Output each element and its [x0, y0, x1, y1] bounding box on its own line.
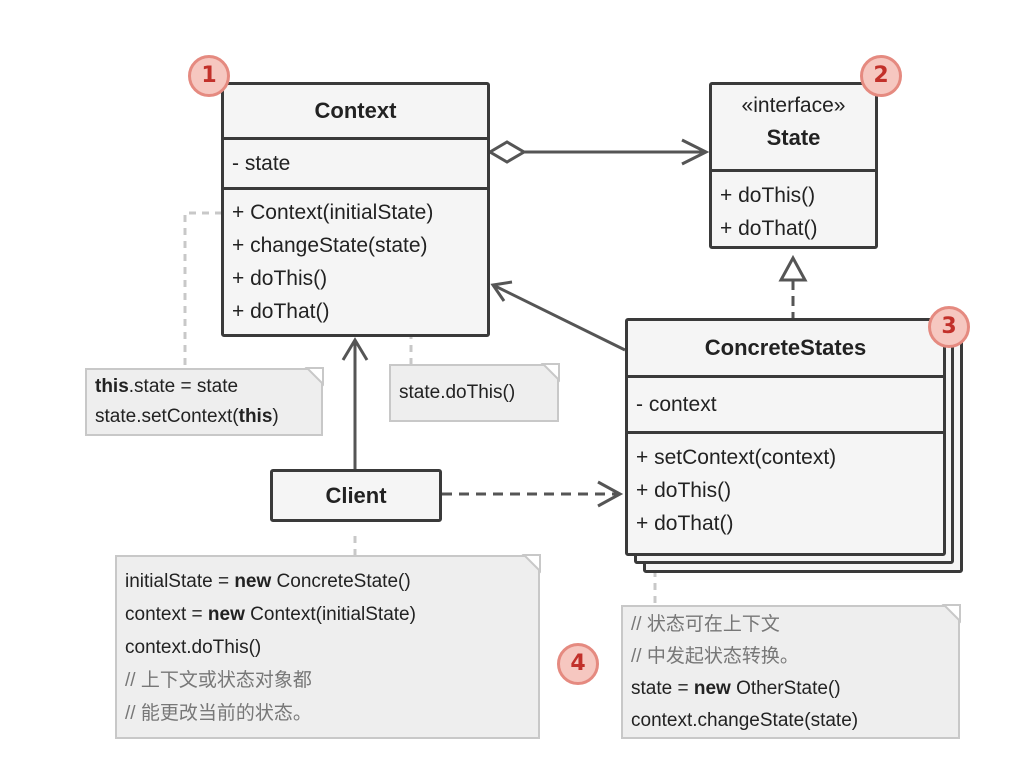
note-context-dothis: state.doThis()	[389, 364, 559, 422]
concrete-field-context: - context	[636, 393, 717, 416]
context-class[interactable]: Context - state + Context(initialState) …	[221, 82, 490, 337]
concrete-states-class[interactable]: ConcreteStates - context + setContext(co…	[625, 318, 946, 556]
note-comment: // 状态可在上下文	[631, 614, 780, 635]
note-text: .state = state	[128, 376, 239, 397]
concrete-method: + doThis()	[636, 479, 732, 502]
aggregation-arrow	[487, 138, 710, 166]
context-method: + doThis()	[232, 267, 328, 290]
context-method: + Context(initialState)	[232, 201, 434, 224]
context-method: + changeState(state)	[232, 234, 428, 257]
note-text: state.setContext(	[95, 406, 239, 427]
concrete-states-name: ConcreteStates	[704, 335, 867, 360]
badge-1: 1	[188, 55, 230, 97]
client-name: Client	[325, 483, 387, 508]
badge-3: 3	[928, 306, 970, 348]
keyword: this	[95, 376, 129, 397]
note-text: context.doThis()	[125, 637, 262, 658]
concrete-method: + setContext(context)	[636, 446, 837, 469]
note-text: context.changeState(state)	[631, 710, 859, 731]
keyword: new	[234, 571, 272, 592]
note-context-constructor: this.state = state state.setContext(this…	[85, 368, 323, 436]
association-arrow	[490, 280, 626, 352]
state-method: + doThis()	[720, 184, 816, 207]
note-text: state =	[631, 678, 694, 699]
realization-arrow	[778, 254, 808, 318]
note-comment: // 能更改当前的状态。	[125, 703, 312, 724]
concrete-method: + doThat()	[636, 512, 734, 535]
note-text: initialState =	[125, 571, 235, 592]
badge-4: 4	[557, 643, 599, 685]
note-text: OtherState()	[730, 678, 841, 699]
client-context-arrow	[341, 337, 369, 469]
context-class-name: Context	[314, 98, 397, 123]
note-comment: // 上下文或状态对象都	[125, 670, 312, 691]
note-client: initialState = new ConcreteState() conte…	[115, 555, 540, 739]
note-comment: // 中发起状态转换。	[631, 646, 799, 667]
note-text: context =	[125, 604, 208, 625]
context-field-state: - state	[232, 152, 291, 175]
interface-stereotype: «interface»	[741, 94, 846, 117]
keyword: this	[238, 406, 273, 427]
state-interface-name: State	[766, 125, 821, 150]
keyword: new	[693, 678, 731, 699]
note-text: ConcreteState()	[271, 571, 411, 592]
client-dependency-arrow	[442, 480, 624, 508]
note-concrete: // 状态可在上下文 // 中发起状态转换。 state = new Other…	[621, 605, 960, 739]
state-interface[interactable]: «interface» State + doThis() + doThat()	[709, 82, 878, 249]
note-text: )	[272, 406, 279, 427]
note-text: Context(initialState)	[244, 604, 416, 625]
context-method: + doThat()	[232, 300, 330, 323]
note-text: state.doThis()	[399, 382, 516, 403]
badge-2: 2	[860, 55, 902, 97]
client-class[interactable]: Client	[270, 469, 442, 522]
state-method: + doThat()	[720, 217, 818, 240]
keyword: new	[207, 604, 245, 625]
